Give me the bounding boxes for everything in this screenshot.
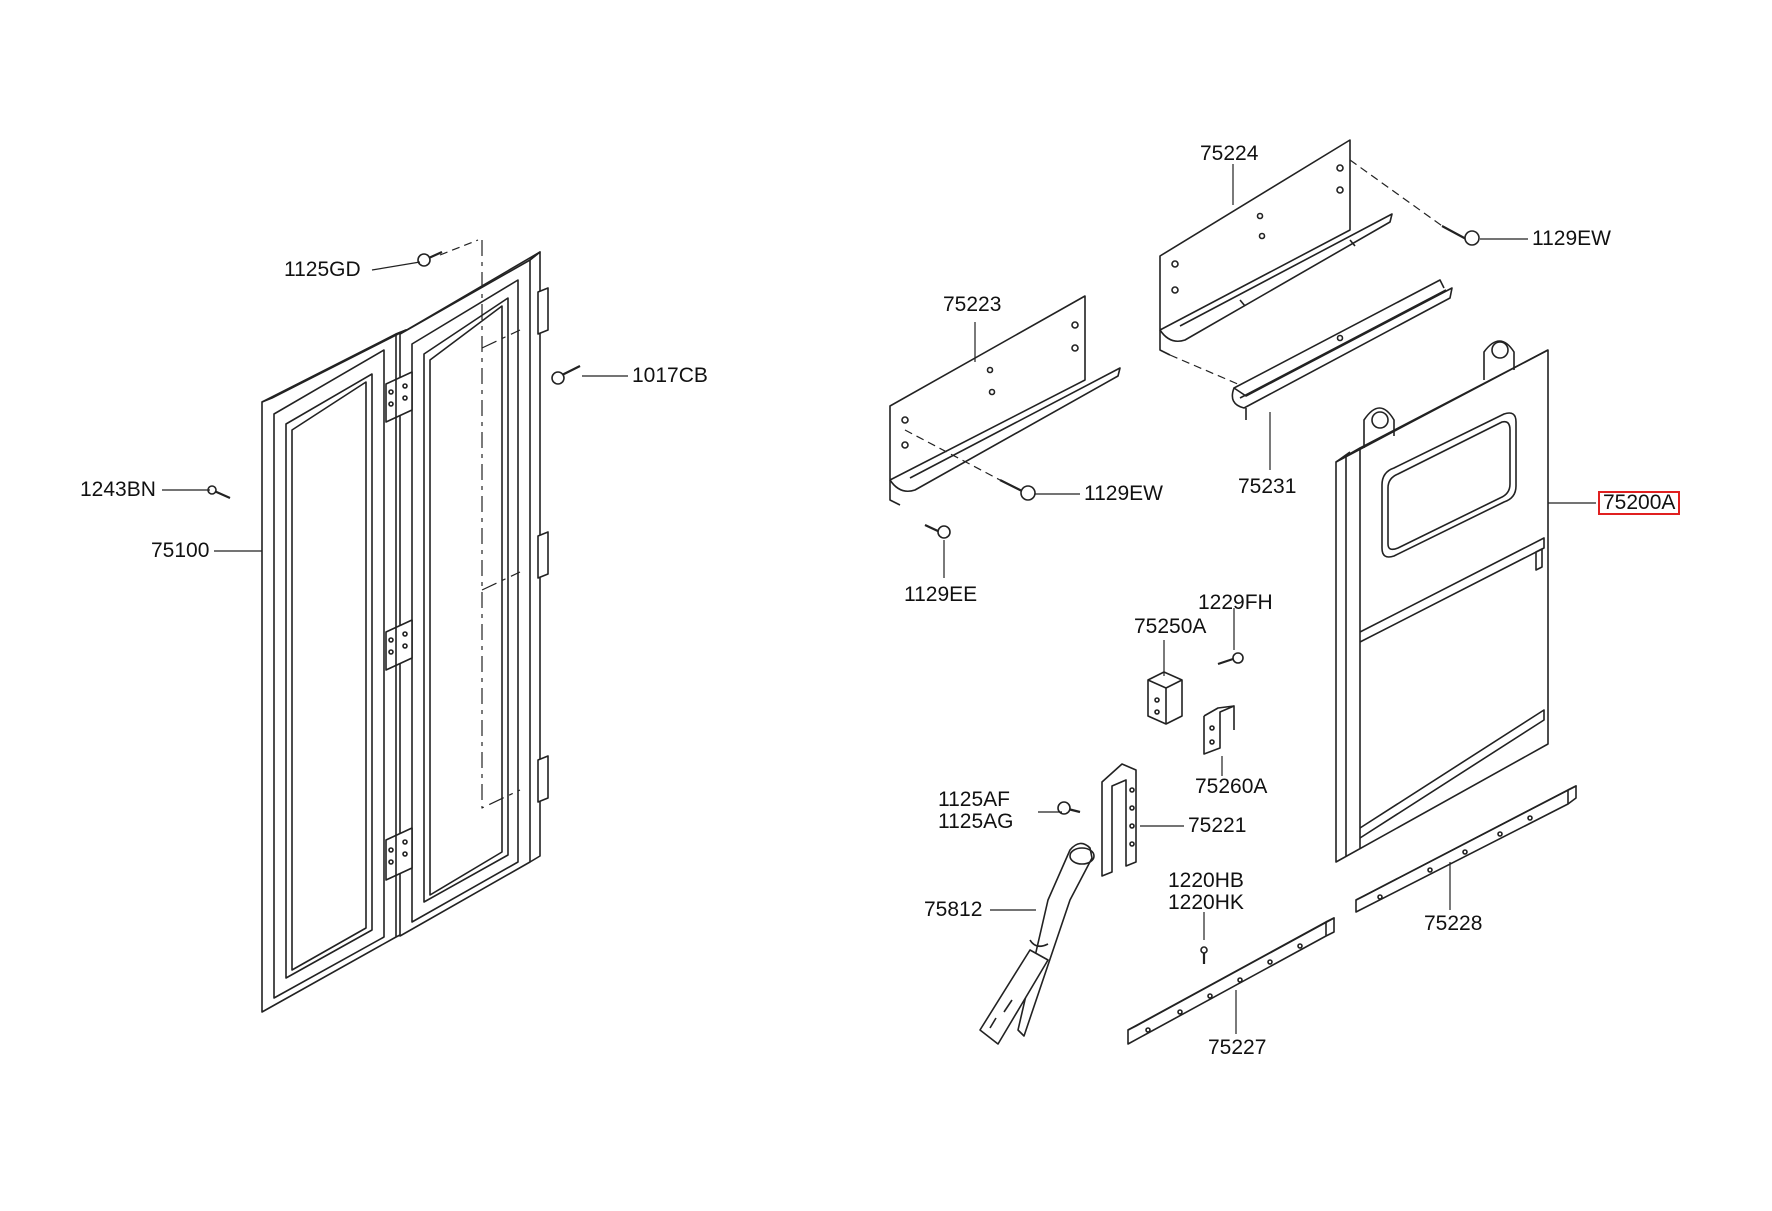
door-panel-left	[261, 329, 407, 1013]
bolt-1129EE	[924, 524, 951, 539]
dashed-link-75231	[1169, 354, 1241, 386]
label-1229FH: 1229FH	[1198, 591, 1273, 614]
label-1129EE: 1129EE	[904, 583, 978, 606]
label-1129EW-mid: 1129EW	[1084, 482, 1163, 505]
guide-75812	[979, 842, 1095, 1045]
label-1017CB: 1017CB	[632, 364, 708, 387]
rail-75231	[1231, 279, 1453, 420]
label-75227: 75227	[1208, 1036, 1267, 1059]
label-75231: 75231	[1238, 475, 1297, 498]
rail-75224	[1159, 139, 1393, 356]
label-75228: 75228	[1424, 912, 1483, 935]
label-1125GD: 1125GD	[284, 258, 361, 281]
dashed-link-75223	[904, 429, 1001, 481]
label-75200A[interactable]: 75200A	[1598, 491, 1681, 515]
hinge-middle	[385, 619, 413, 671]
bolt-1220HB	[1200, 946, 1208, 964]
label-1243BN: 1243BN	[80, 478, 156, 501]
label-1220HK: 1220HK	[1168, 891, 1244, 914]
bolt-1017CB	[551, 365, 581, 385]
label-1129EW-top: 1129EW	[1532, 227, 1611, 250]
bolt-1129EW-top	[1441, 225, 1480, 246]
rail-75223	[889, 295, 1121, 506]
bolt-leader-1125GD	[439, 239, 479, 256]
label-75221: 75221	[1188, 814, 1247, 837]
side-brackets	[537, 287, 549, 803]
label-1125AF: 1125AF	[938, 788, 1010, 811]
hinge-top	[385, 371, 413, 423]
bolt-1129EW-mid	[999, 479, 1036, 501]
bolt-1125AF	[1057, 801, 1081, 815]
label-1220HB: 1220HB	[1168, 869, 1244, 892]
hinge-axis	[481, 240, 521, 809]
label-1125AG: 1125AG	[938, 810, 1014, 833]
label-75100: 75100	[151, 539, 210, 562]
label-75812: 75812	[924, 898, 983, 921]
rail-75228	[1355, 785, 1577, 913]
dashed-link-75224	[1349, 159, 1446, 229]
latch-75260A	[1203, 705, 1235, 755]
hinge-bottom	[385, 827, 413, 881]
rail-75227	[1127, 917, 1335, 1045]
latch-75250A	[1147, 671, 1183, 725]
sliding-door-75200A	[1335, 340, 1549, 863]
label-75260A: 75260A	[1195, 775, 1268, 798]
label-75223: 75223	[943, 293, 1002, 316]
bolt-1243BN	[207, 485, 231, 500]
leader-lines-upper	[943, 164, 1528, 578]
bolt-1125GD	[417, 250, 443, 267]
leader-lines-left	[162, 261, 628, 552]
label-75250A: 75250A	[1134, 615, 1207, 638]
bracket-75221	[1101, 763, 1137, 877]
bolt-1229FH	[1217, 652, 1244, 666]
leader-lines-lower	[990, 608, 1451, 1034]
label-75224: 75224	[1200, 142, 1259, 165]
door-panel-right	[399, 251, 541, 937]
